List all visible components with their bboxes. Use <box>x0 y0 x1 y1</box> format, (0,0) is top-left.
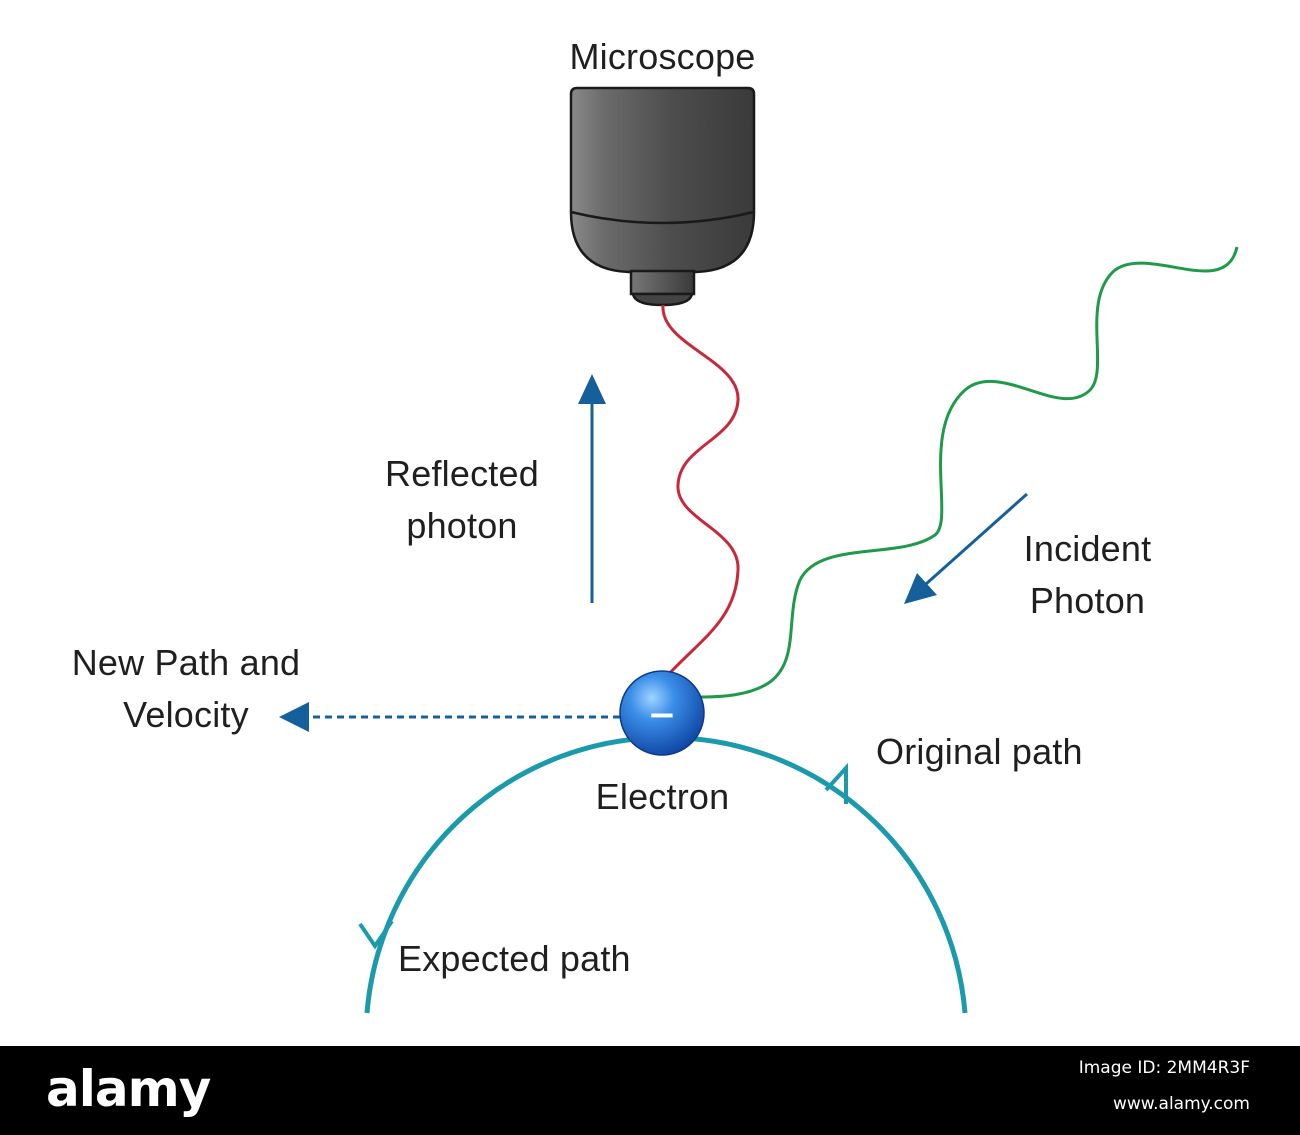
reflected-photon-wave <box>661 304 740 678</box>
original-path-label: Original path <box>876 731 1083 772</box>
incident-direction-arrow <box>904 492 1028 604</box>
microscope-objective-icon <box>569 86 756 307</box>
microscope-label: Microscope <box>569 36 756 77</box>
footer-url[interactable]: www.alamy.com <box>1112 1094 1250 1114</box>
new-path-label-line2: Velocity <box>123 694 249 735</box>
new-path-label-line1: New Path and <box>71 642 301 683</box>
expected-path-direction-icon <box>358 919 394 950</box>
new-path-arrow <box>279 702 620 732</box>
electron-charge-sign: − <box>648 695 677 735</box>
incident-photon-wave <box>699 246 1239 699</box>
electron-label: Electron <box>595 776 730 817</box>
footer-image-id: Image ID: 2MM4R3F <box>1078 1058 1250 1078</box>
reflected-photon-label-line1: Reflected <box>385 453 539 494</box>
incident-photon-label-line2: Photon <box>1029 580 1146 621</box>
reflected-direction-arrow <box>578 374 606 603</box>
original-path-direction-icon <box>824 762 848 804</box>
reflected-photon-label-line2: photon <box>406 505 518 546</box>
incident-photon-label-line1: Incident <box>1023 528 1152 569</box>
footer-logo: alamy <box>46 1060 211 1118</box>
electron-sphere-icon: − <box>619 670 705 756</box>
expected-path-label: Expected path <box>398 938 631 979</box>
footer-bar: alamy Image ID: 2MM4R3F www.alamy.com <box>0 1046 1300 1135</box>
